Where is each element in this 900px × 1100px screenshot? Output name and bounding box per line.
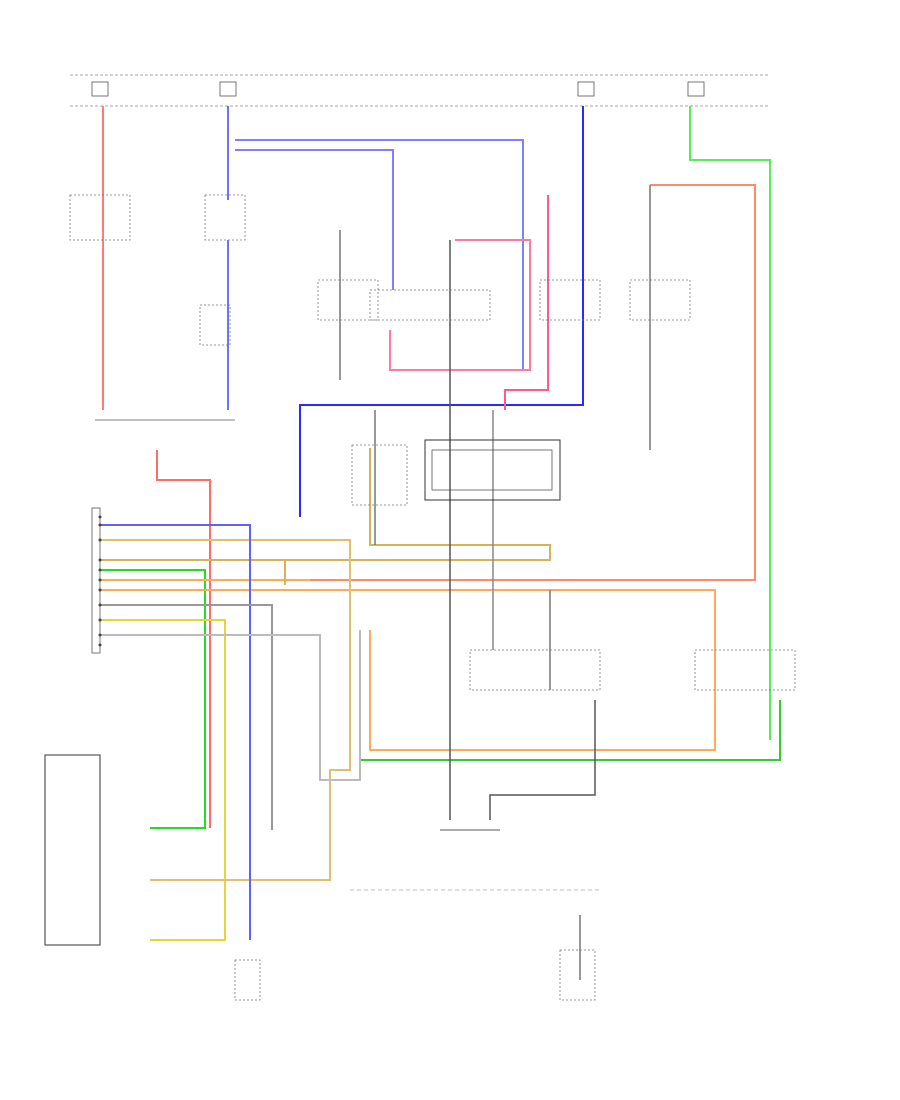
wire-blue-1: [235, 139, 524, 370]
wire-green-2: [310, 184, 756, 581]
actuator: [469, 649, 601, 691]
wire-blue-2: [235, 149, 394, 290]
components: [44, 194, 796, 1001]
wire-black-1: [449, 240, 596, 820]
power-bus: [70, 74, 770, 107]
brake-switch-lower: [199, 304, 231, 346]
main-switch: [44, 754, 101, 946]
main-switch-right: [694, 649, 796, 691]
wires: [100, 106, 781, 980]
wire-blue-3: [299, 106, 584, 517]
cruise-relay: [369, 289, 491, 321]
wire-green-4: [360, 700, 781, 761]
cruise-module: [424, 439, 561, 501]
wire-pink-1: [389, 239, 531, 371]
transmission-switch: [234, 959, 261, 1001]
main-relay: [539, 279, 601, 321]
wire-violet-2: [100, 524, 251, 940]
clutch-relay: [317, 279, 379, 321]
wire-pink-2: [504, 195, 549, 410]
wire-yellow-1: [100, 619, 226, 941]
control-relay-left: [351, 444, 408, 506]
wire-green-3: [100, 569, 206, 829]
data-connector: [559, 949, 596, 1001]
thermal-switch: [69, 194, 131, 241]
wire-orange-1: [100, 579, 716, 751]
brake-switch: [204, 194, 246, 241]
wire-gray-1: [100, 604, 273, 830]
wire-red-2: [156, 450, 211, 828]
wire-tan-2: [100, 539, 351, 881]
connector-pins: [98, 515, 102, 647]
wire-gray-2: [100, 630, 361, 781]
wire-green-1: [689, 106, 771, 740]
wire-tan-1: [100, 448, 551, 585]
speed-sensor: [629, 279, 691, 321]
